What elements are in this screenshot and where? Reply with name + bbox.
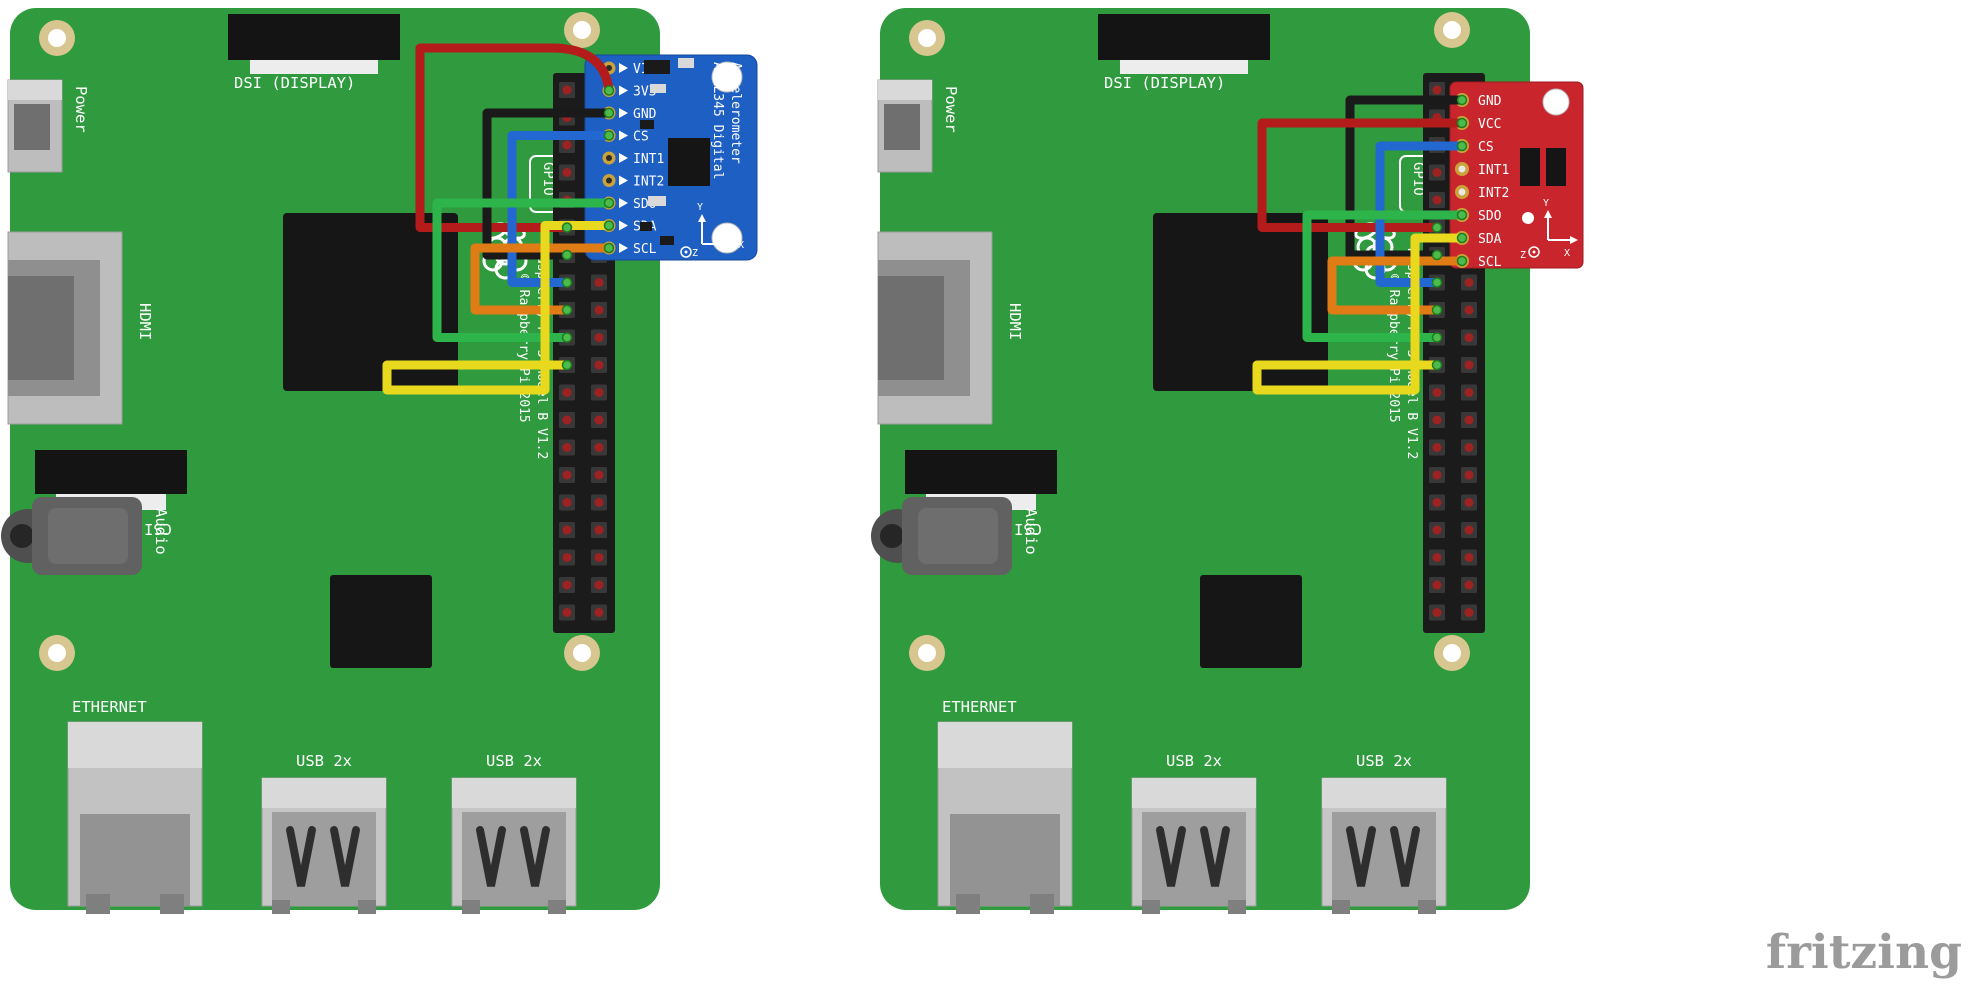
mounting-hole xyxy=(711,61,743,93)
pin-label: SDO xyxy=(1478,209,1502,224)
pin-label: SCL xyxy=(633,242,657,257)
raspberry-pi-left[interactable] xyxy=(1,8,660,914)
pin-label: GND xyxy=(1478,94,1502,109)
axis-indicator: X Y Z xyxy=(1520,198,1578,261)
wire-gnd[interactable] xyxy=(482,108,614,260)
breakout-components xyxy=(640,58,710,245)
wire-sdo[interactable] xyxy=(432,198,614,342)
mounting-hole xyxy=(1542,88,1570,116)
wire-vcc[interactable] xyxy=(1257,118,1467,232)
pin-label: INT2 xyxy=(633,175,664,190)
wire-gnd[interactable] xyxy=(1345,95,1467,260)
axis-y-label: Y xyxy=(1543,198,1549,209)
breakout-pcb xyxy=(1449,81,1584,269)
wire-3v3[interactable] xyxy=(415,43,614,232)
wire-scl[interactable] xyxy=(1327,256,1467,315)
adxl345-breakout-red[interactable]: GND VCC CS INT1 INT2 SDO SDA SCL X Y Z xyxy=(1449,81,1584,270)
breakout-components xyxy=(1520,148,1566,224)
pin-label: CS xyxy=(633,130,649,145)
pin-label: VCC xyxy=(1478,117,1501,132)
fritzing-watermark: fritzing xyxy=(1766,925,1962,980)
axis-x-label: X xyxy=(738,240,744,251)
mounting-hole xyxy=(711,222,743,254)
wire-sda[interactable] xyxy=(382,221,614,395)
pin-label: SDA xyxy=(1478,232,1502,247)
breakout-title-line2: Accelerometer xyxy=(728,62,743,164)
pin-label: CS xyxy=(1478,140,1494,155)
axis-y-label: Y xyxy=(697,202,703,213)
axis-x-label: X xyxy=(1564,248,1570,259)
breakout-title-line1: ADXL345 Digital xyxy=(710,62,725,179)
wires-right xyxy=(1252,94,1468,395)
pin-arrow-markers xyxy=(619,63,628,253)
wire-cs[interactable] xyxy=(507,131,614,287)
pin-label: INT1 xyxy=(633,152,664,167)
pin-label: INT1 xyxy=(1478,163,1509,178)
pin-label: SCL xyxy=(1478,255,1502,270)
wire-terminals xyxy=(561,85,615,371)
pin-label: GND xyxy=(633,107,657,122)
axis-z-label: Z xyxy=(1520,250,1526,261)
pin-label: INT2 xyxy=(1478,186,1509,201)
axis-indicator: X Y Z xyxy=(680,202,744,259)
wires-left xyxy=(382,43,615,395)
wire-terminals xyxy=(1431,94,1468,371)
wire-sda[interactable] xyxy=(1252,233,1467,395)
wire-sdo[interactable] xyxy=(1302,210,1467,342)
axis-z-label: Z xyxy=(692,248,698,259)
